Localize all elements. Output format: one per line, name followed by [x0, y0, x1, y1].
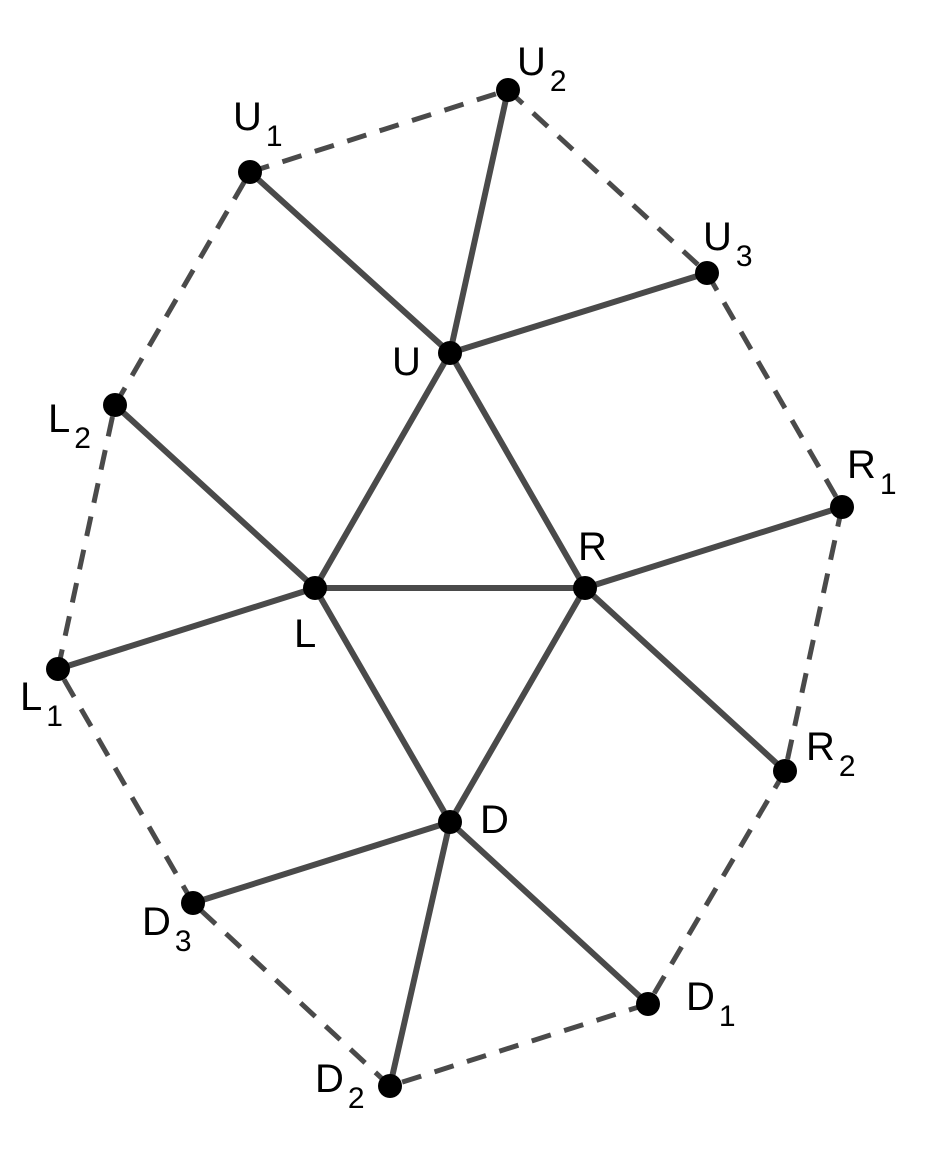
- node-u3: [695, 261, 719, 285]
- dashed-edge-l2-u1: [112, 170, 253, 407]
- node-label-d3: D: [142, 900, 171, 944]
- graph-nodes: [46, 78, 854, 1098]
- node-label-u1: U: [233, 95, 262, 139]
- solid-edge-u-r: [447, 350, 588, 591]
- dashed-edge-d2-d3: [191, 901, 392, 1088]
- node-label-subscript-d1: 1: [719, 1000, 736, 1033]
- node-label-subscript-l1: 1: [46, 700, 63, 733]
- node-label-l1: L: [20, 675, 42, 719]
- node-u: [438, 341, 462, 365]
- node-label-subscript-r1: 1: [880, 468, 897, 501]
- dashed-edge-r2-d1: [645, 769, 788, 1006]
- dashed-edge-d3-l1: [55, 667, 196, 905]
- node-u1: [238, 160, 262, 184]
- node-label-subscript-u3: 3: [736, 240, 753, 273]
- node-r: [573, 576, 597, 600]
- solid-edge-l-l1: [55, 585, 318, 672]
- solid-edge-d-d2: [387, 819, 453, 1089]
- dashed-edge-u1-u2: [249, 87, 509, 175]
- node-label-subscript-u2: 2: [550, 65, 567, 98]
- node-label-subscript-d2: 2: [348, 1082, 365, 1115]
- node-label-l: L: [294, 612, 316, 656]
- dashed-edge-u3-r1: [704, 271, 845, 509]
- solid-edge-u-l: [312, 350, 453, 591]
- dashed-edge-l1-l2: [55, 404, 118, 670]
- node-l2: [103, 393, 127, 417]
- node-r2: [773, 759, 797, 783]
- node-d3: [181, 891, 205, 915]
- node-label-d2: D: [315, 1057, 344, 1101]
- node-d2: [378, 1074, 402, 1098]
- node-label-u3: U: [703, 215, 732, 259]
- solid-edge-u-u1: [247, 169, 453, 356]
- dashed-edge-r1-r2: [782, 506, 845, 772]
- node-d: [438, 810, 462, 834]
- solid-edge-r-d: [447, 585, 588, 825]
- dashed-edges: [55, 87, 845, 1089]
- dashed-edge-u2-u3: [506, 88, 709, 275]
- node-label-subscript-r2: 2: [839, 750, 856, 783]
- node-label-r: R: [578, 525, 607, 569]
- node-d1: [636, 992, 660, 1016]
- node-label-subscript-l2: 2: [74, 422, 91, 455]
- node-label-r1: R: [847, 443, 876, 487]
- node-label-d: D: [480, 798, 509, 842]
- solid-edges: [55, 87, 845, 1089]
- solid-edge-u-u3: [447, 270, 710, 356]
- node-label-r2: R: [806, 725, 835, 769]
- node-label-subscript-u1: 1: [266, 120, 283, 153]
- dashed-edge-d1-d2: [389, 1001, 649, 1089]
- node-label-u: U: [392, 340, 421, 384]
- node-label-d1: D: [686, 975, 715, 1019]
- node-r1: [830, 495, 854, 519]
- solid-edge-r-r2: [582, 585, 788, 774]
- node-label-l2: L: [48, 397, 70, 441]
- solid-edge-u-u2: [447, 87, 511, 356]
- node-l: [303, 576, 327, 600]
- solid-edge-l-d: [312, 585, 453, 825]
- solid-edge-d-d1: [447, 819, 651, 1007]
- node-label-u2: U: [517, 40, 546, 84]
- node-u2: [496, 78, 520, 102]
- solid-edge-d-d3: [190, 819, 453, 906]
- node-l1: [46, 657, 70, 681]
- solid-edge-r-r1: [582, 504, 845, 591]
- solid-edge-l-l2: [112, 402, 318, 591]
- node-label-subscript-d3: 3: [175, 925, 192, 958]
